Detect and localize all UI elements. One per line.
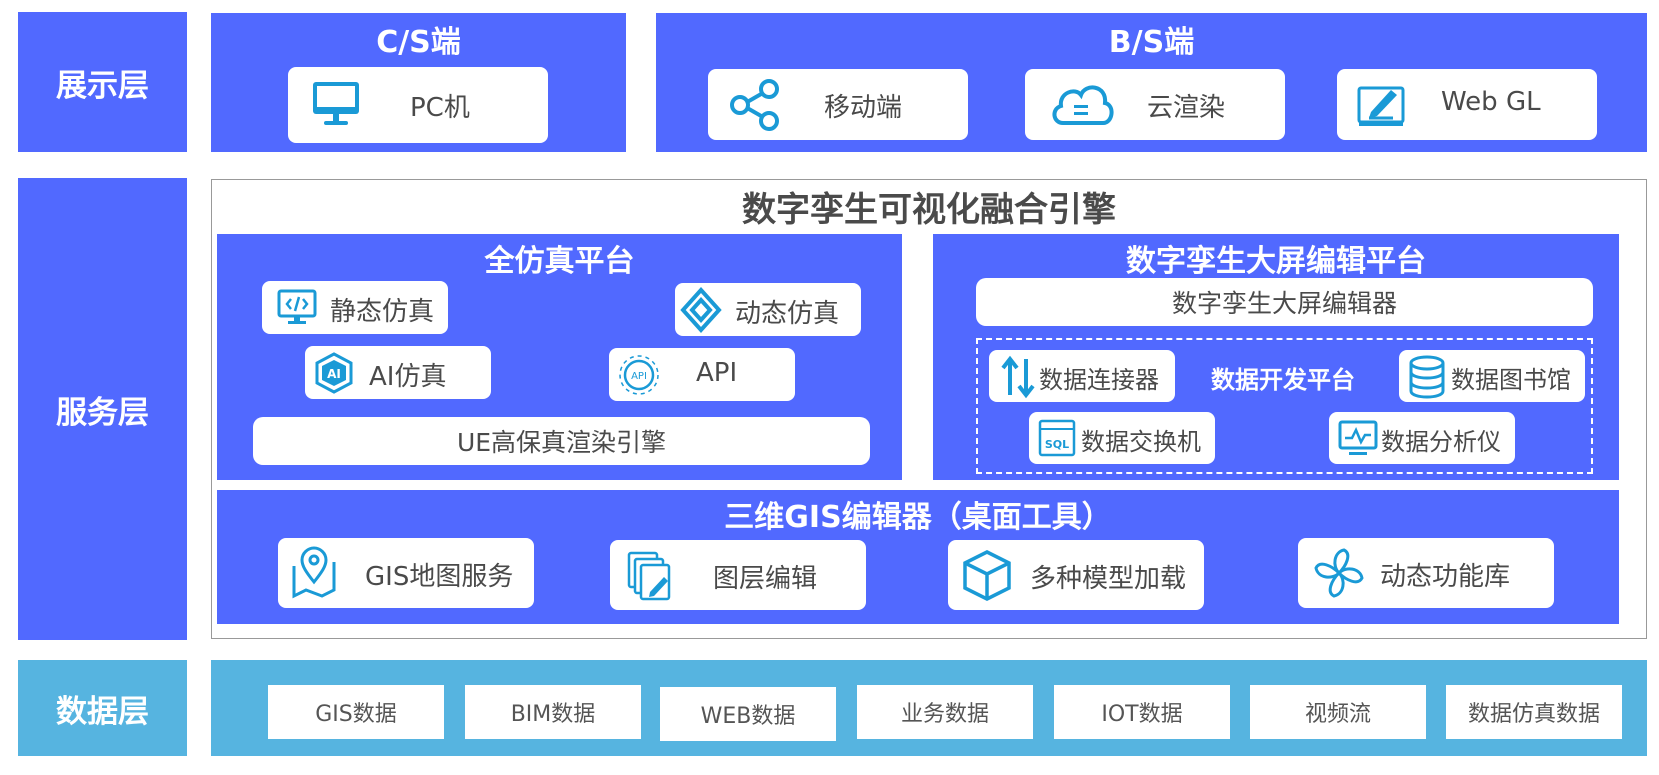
ai-sim-card[interactable]: AI AI仿真 (305, 346, 491, 399)
ue-engine-bar[interactable]: UE高保真渲染引擎 (253, 417, 870, 465)
api-icon: API (617, 353, 661, 397)
updown-arrows-icon (999, 355, 1037, 399)
model-load-card[interactable]: 多种模型加载 (948, 540, 1204, 610)
gis-map-label: GIS地图服务 (365, 562, 514, 592)
data-analyzer-label: 数据分析仪 (1381, 428, 1501, 456)
data-source-sim[interactable]: 数据仿真数据 (1446, 685, 1622, 739)
bigscreen-panel: 数字孪生大屏编辑平台 数字孪生大屏编辑器 数据开发平台 数据连接器 数据图书馆 … (933, 234, 1619, 480)
edit-screen-icon (1355, 80, 1407, 130)
bigscreen-editor-bar[interactable]: 数字孪生大屏编辑器 (976, 278, 1593, 326)
bs-panel: B/S端 移动端 云渲染 Web GL (656, 13, 1647, 152)
data-dev-label: 数据开发平台 (1211, 366, 1355, 394)
ai-hexagon-icon: AI (313, 351, 355, 395)
dynamic-sim-card[interactable]: 动态仿真 (675, 283, 861, 336)
data-source-bim[interactable]: BIM数据 (465, 685, 641, 739)
bs-title: B/S端 (1108, 25, 1195, 60)
data-library-label: 数据图书馆 (1451, 366, 1571, 394)
data-exchange-card[interactable]: SQL 数据交换机 (1029, 412, 1215, 464)
diamond-logo-icon (679, 287, 723, 333)
map-pin-icon (288, 546, 340, 600)
api-card[interactable]: API API (609, 348, 795, 401)
data-source-iot[interactable]: IOT数据 (1054, 685, 1230, 739)
layer-edit-card[interactable]: 图层编辑 (610, 540, 866, 610)
static-sim-card[interactable]: 静态仿真 (262, 281, 448, 334)
webgl-label: Web GL (1441, 87, 1541, 117)
simulation-title: 全仿真平台 (484, 244, 635, 279)
svg-text:AI: AI (327, 367, 341, 381)
gis-map-card[interactable]: GIS地图服务 (278, 538, 534, 608)
ai-sim-label: AI仿真 (369, 362, 447, 392)
mobile-label: 移动端 (824, 93, 903, 123)
bigscreen-title: 数字孪生大屏编辑平台 (1126, 244, 1426, 279)
cloud-icon (1049, 79, 1115, 129)
monitor-icon (310, 77, 362, 129)
data-connector-label: 数据连接器 (1039, 366, 1159, 394)
data-exchange-label: 数据交换机 (1081, 428, 1201, 456)
cs-panel: C/S端 PC机 (211, 13, 626, 152)
display-layer-label: 展示层 (18, 12, 187, 152)
static-sim-label: 静态仿真 (330, 297, 435, 327)
data-connector-card[interactable]: 数据连接器 (989, 350, 1175, 402)
pinwheel-icon (1312, 546, 1366, 600)
sql-window-icon: SQL (1037, 417, 1077, 459)
service-layer-label: 服务层 (18, 178, 187, 640)
layers-edit-icon (626, 550, 676, 602)
pc-label: PC机 (410, 93, 470, 123)
svg-text:API: API (631, 371, 647, 382)
data-source-business[interactable]: 业务数据 (857, 685, 1033, 739)
data-analyzer-card[interactable]: 数据分析仪 (1329, 412, 1515, 464)
database-icon (1407, 355, 1447, 399)
dynamic-lib-card[interactable]: 动态功能库 (1298, 538, 1554, 608)
data-library-card[interactable]: 数据图书馆 (1399, 350, 1585, 402)
svg-text:SQL: SQL (1045, 438, 1069, 451)
api-label: API (696, 358, 738, 388)
model-load-label: 多种模型加载 (1030, 564, 1187, 594)
data-layer-label: 数据层 (18, 660, 187, 756)
simulation-panel: 全仿真平台 静态仿真 动态仿真 AI AI仿真 API API UE高保真渲染引… (217, 234, 902, 480)
share-icon (728, 78, 782, 132)
dynamic-sim-label: 动态仿真 (735, 299, 840, 329)
data-source-gis[interactable]: GIS数据 (268, 685, 444, 739)
data-source-web[interactable]: WEB数据 (660, 687, 836, 741)
cloud-render-label: 云渲染 (1147, 93, 1226, 123)
gis-panel: 三维GIS编辑器（桌面工具） GIS地图服务 图层编辑 多种模型加载 动态功能库 (217, 490, 1619, 624)
data-dev-frame (976, 338, 1593, 474)
data-source-video[interactable]: 视频流 (1250, 685, 1426, 739)
mobile-card[interactable]: 移动端 (708, 69, 968, 140)
cs-title: C/S端 (376, 25, 461, 60)
webgl-card[interactable]: Web GL (1337, 69, 1597, 140)
cube-icon (960, 548, 1014, 602)
gis-title: 三维GIS编辑器（桌面工具） (724, 500, 1112, 535)
dynamic-lib-label: 动态功能库 (1380, 562, 1511, 592)
analytics-monitor-icon (1337, 417, 1379, 459)
cloud-render-card[interactable]: 云渲染 (1025, 69, 1285, 140)
layer-edit-label: 图层编辑 (713, 564, 818, 594)
engine-title: 数字孪生可视化融合引擎 (742, 190, 1116, 230)
code-monitor-icon (276, 287, 318, 327)
engine-frame (211, 179, 1647, 639)
pc-card[interactable]: PC机 (288, 67, 548, 143)
